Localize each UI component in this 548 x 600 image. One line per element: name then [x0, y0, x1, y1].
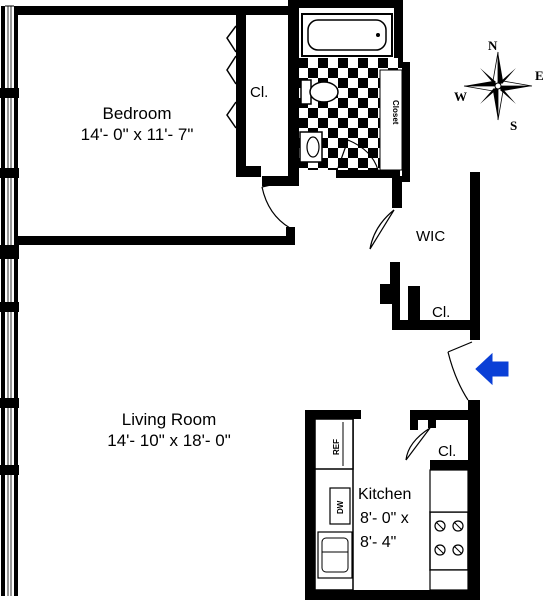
bath-closet-label: Closet [391, 100, 400, 125]
wic-label: WIC [416, 228, 445, 245]
ref-label: REF [332, 439, 341, 455]
bedroom-closet-doors [226, 25, 237, 129]
dishwasher [329, 487, 351, 525]
exterior-window-wall [0, 5, 19, 596]
bedroom-closet-label: Cl. [250, 84, 268, 101]
stove [429, 511, 469, 571]
compass-south-label: S [510, 118, 517, 133]
toilet [300, 79, 339, 105]
kitchen-closet-label: Cl. [438, 443, 456, 460]
bathroom: Closet [299, 13, 403, 171]
dw-label: DW [336, 500, 345, 514]
compass-icon [463, 51, 533, 121]
living-room-dims: 14'- 10" x 18'- 0" [107, 431, 230, 450]
walls [14, 0, 480, 600]
entry-arrow-icon [475, 352, 509, 386]
kitchen-dims-line2: 8'- 4" [360, 534, 396, 551]
living-room-name: Living Room [122, 410, 217, 429]
refrigerator [314, 418, 354, 470]
kitchen-fixtures: REF DW [314, 418, 469, 591]
doors [261, 179, 473, 461]
bedroom-name: Bedroom [103, 104, 172, 123]
bedroom-dims: 14'- 0" x 11'- 7" [81, 125, 194, 144]
compass-west-label: W [454, 89, 467, 104]
bathtub [301, 13, 393, 57]
kitchen-name: Kitchen [358, 486, 411, 503]
kitchen-sink [317, 531, 353, 579]
hall-closet-label: Cl. [432, 304, 450, 321]
bath-sink [299, 131, 323, 163]
compass-north-label: N [488, 38, 498, 53]
bath-door [337, 139, 379, 171]
kitchen-dims-line1: 8'- 0" x [360, 510, 409, 527]
compass-east-label: E [535, 68, 544, 83]
